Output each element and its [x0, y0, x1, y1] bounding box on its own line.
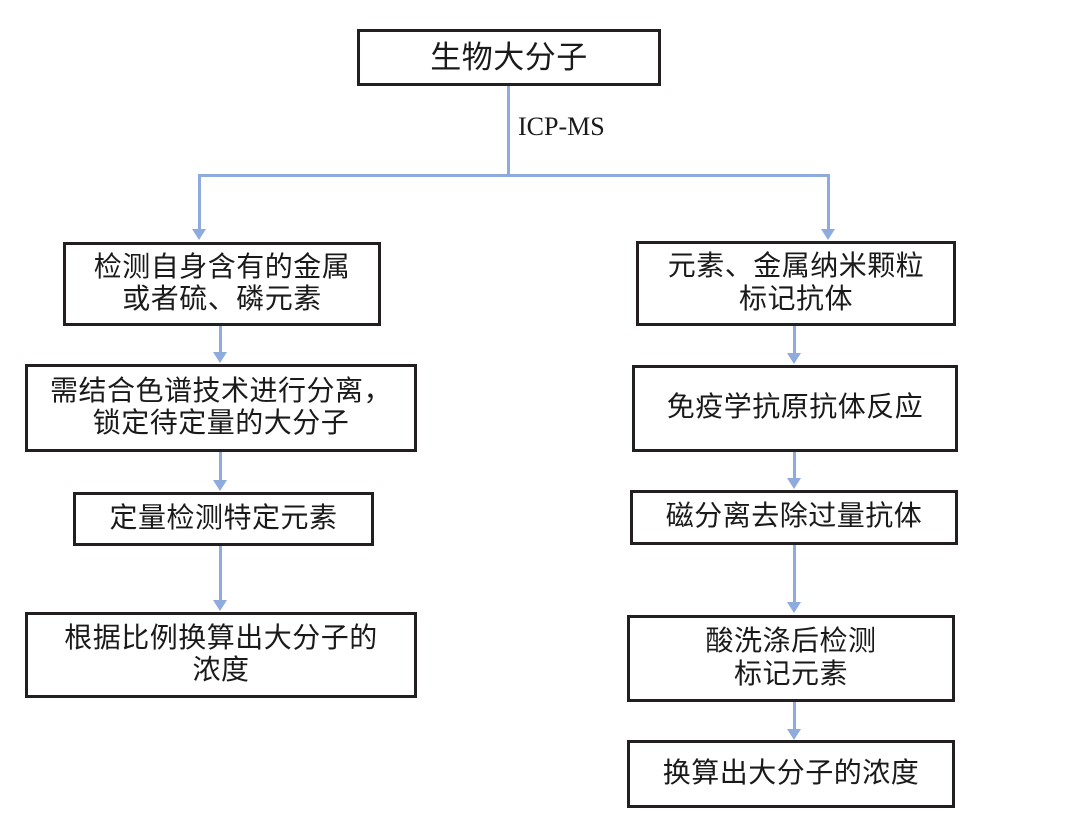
connector-right-2-3	[793, 452, 796, 479]
node-right-5[interactable]: 换算出大分子的浓度	[627, 740, 955, 808]
node-right-1[interactable]: 元素、金属纳米颗粒 标记抗体	[636, 241, 956, 326]
node-right-2-label: 免疫学抗原抗体反应	[666, 392, 924, 424]
node-left-2[interactable]: 需结合色谱技术进行分离， 锁定待定量的大分子	[25, 364, 417, 452]
connector-right-3-4	[793, 545, 796, 603]
node-right-1-label: 元素、金属纳米颗粒 标记抗体	[667, 251, 925, 315]
connector-left-2-3	[219, 452, 222, 481]
node-right-4-label: 酸洗涤后检测 标记元素	[705, 626, 877, 690]
node-left-2-label: 需结合色谱技术进行分离， 锁定待定量的大分子	[49, 375, 392, 439]
connector-root-stem	[507, 86, 510, 174]
node-left-4-label: 根据比例换算出大分子的 浓度	[64, 622, 378, 686]
connector-split-right-drop	[827, 174, 830, 230]
connector-split-bus	[198, 174, 830, 177]
arrowhead-right-2-3	[787, 478, 801, 489]
node-root[interactable]: 生物大分子	[357, 29, 661, 86]
node-left-3[interactable]: 定量检测特定元素	[73, 492, 374, 546]
arrowhead-left-3-4	[213, 600, 227, 611]
node-right-2[interactable]: 免疫学抗原抗体反应	[632, 365, 958, 452]
arrowhead-split-right	[821, 229, 835, 240]
node-right-4[interactable]: 酸洗涤后检测 标记元素	[627, 615, 955, 702]
arrowhead-split-left	[192, 229, 206, 240]
node-left-4[interactable]: 根据比例换算出大分子的 浓度	[25, 612, 417, 698]
connector-right-4-5	[793, 702, 796, 730]
node-right-3[interactable]: 磁分离去除过量抗体	[630, 490, 958, 545]
node-left-1-label: 检测自身含有的金属 或者硫、磷元素	[93, 251, 351, 315]
connector-left-1-2	[219, 326, 222, 353]
arrowhead-right-1-2	[787, 353, 801, 364]
connector-right-1-2	[793, 326, 796, 354]
connector-split-left-drop	[198, 174, 201, 230]
edge-label-icp-ms: ICP-MS	[518, 112, 605, 141]
node-left-3-label: 定量检测特定元素	[109, 502, 338, 534]
connector-left-3-4	[219, 546, 222, 601]
node-right-3-label: 磁分离去除过量抗体	[665, 501, 923, 533]
arrowhead-left-1-2	[213, 352, 227, 363]
arrowhead-right-4-5	[787, 729, 801, 740]
node-root-label: 生物大分子	[430, 39, 588, 75]
node-right-5-label: 换算出大分子的浓度	[662, 757, 920, 789]
arrowhead-left-2-3	[213, 480, 227, 491]
arrowhead-right-3-4	[787, 602, 801, 613]
node-left-1[interactable]: 检测自身含有的金属 或者硫、磷元素	[63, 242, 381, 326]
